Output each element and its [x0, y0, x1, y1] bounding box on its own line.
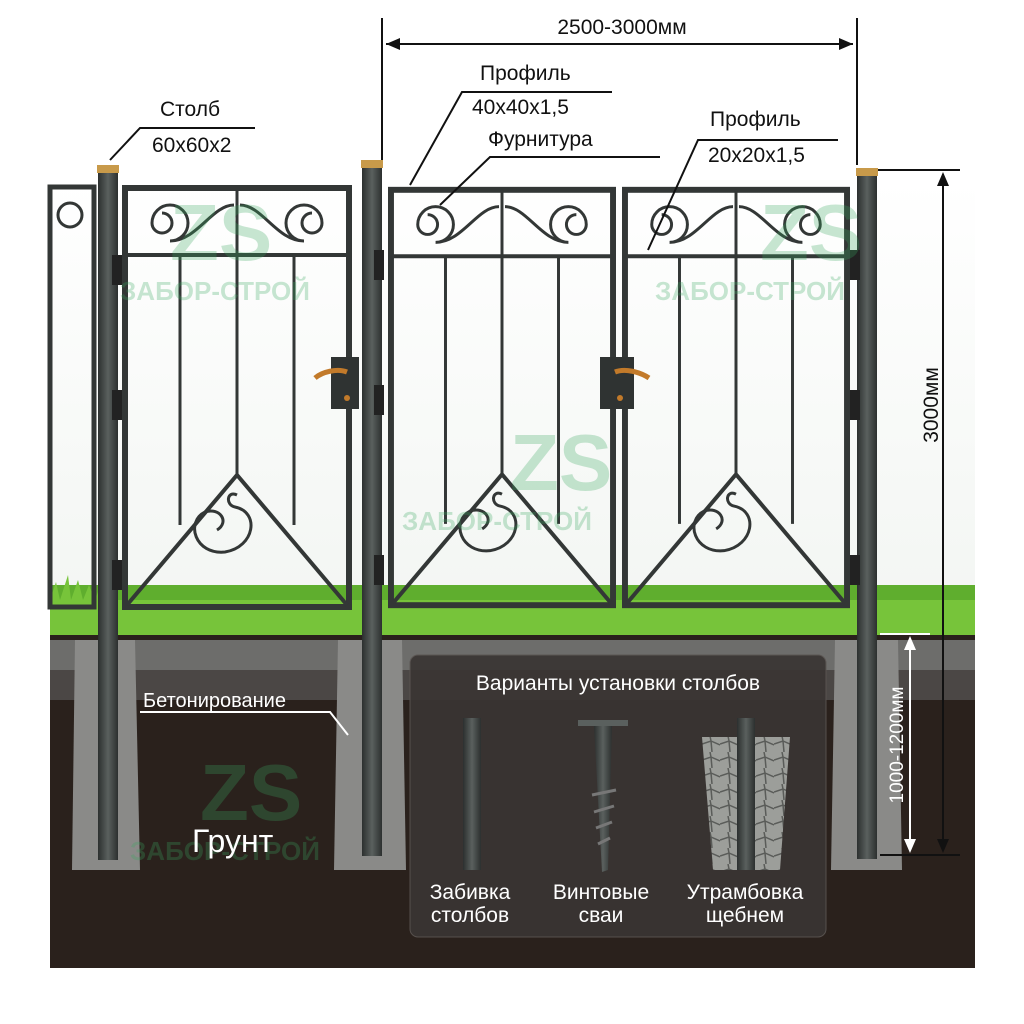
height-dimension: 3000мм [878, 169, 960, 856]
svg-text:Фурнитура: Фурнитура [488, 128, 593, 151]
gate-lock-left [313, 357, 359, 409]
svg-text:ZS: ZS [760, 188, 862, 277]
option-gravel-line2: щебнем [706, 904, 784, 927]
post-right [856, 168, 878, 859]
soil-label: Грунт [192, 823, 274, 859]
gravel-tamped-post-icon [702, 718, 790, 870]
svg-text:3000мм: 3000мм [920, 367, 943, 443]
post-left [97, 165, 119, 860]
callout-fittings: Фурнитура [439, 128, 660, 206]
svg-text:ЗАБОР-СТРОЙ: ЗАБОР-СТРОЙ [655, 276, 845, 306]
fence-panel-partial-left [47, 184, 97, 610]
door-handle-icon [313, 367, 348, 381]
svg-text:ZS: ZS [200, 748, 302, 837]
watermark-bottom-left: ZS ЗАБОР-СТРОЙ [130, 748, 320, 866]
screw-pile-icon [578, 720, 628, 872]
svg-text:Профиль: Профиль [710, 108, 801, 131]
gate-lock-right [600, 357, 651, 409]
watermark-top-left: ZS ЗАБОР-СТРОЙ [120, 188, 310, 306]
depth-dimension: 1000-1200мм [880, 633, 930, 853]
option-gravel-line1: Утрамбовка [687, 881, 804, 904]
post-middle [361, 160, 383, 856]
svg-text:ZS: ZS [510, 418, 612, 507]
callout-profile-small: Профиль 20х20х1,5 [647, 108, 838, 251]
svg-text:Профиль: Профиль [480, 62, 571, 85]
svg-text:ЗАБОР-СТРОЙ: ЗАБОР-СТРОЙ [130, 836, 320, 866]
svg-text:20х20х1,5: 20х20х1,5 [708, 144, 805, 167]
watermark-top-right: ZS ЗАБОР-СТРОЙ [655, 188, 862, 306]
sky-background [50, 180, 975, 600]
svg-text:ЗАБОР-СТРОЙ: ЗАБОР-СТРОЙ [120, 276, 310, 306]
svg-text:Столб: Столб [160, 98, 220, 121]
svg-text:40х40х1,5: 40х40х1,5 [472, 96, 569, 119]
svg-text:ZS: ZS [170, 188, 272, 277]
callout-concreting: Бетонирование [140, 690, 349, 736]
hinges [112, 250, 860, 590]
option-screw-line2: сваи [579, 904, 624, 927]
install-options-box: Варианты установки столбов Забивка столб… [409, 654, 827, 938]
option-driven-line1: Забивка [430, 881, 511, 904]
watermark-center: ZS ЗАБОР-СТРОЙ [402, 418, 612, 536]
svg-text:ЗАБОР-СТРОЙ: ЗАБОР-СТРОЙ [402, 506, 592, 536]
callout-post: Столб 60х60х2 [109, 98, 255, 161]
driven-post-icon [463, 718, 481, 870]
option-driven-line2: столбов [431, 904, 509, 927]
install-options-title: Варианты установки столбов [476, 672, 760, 695]
width-dimension: 2500-3000мм [381, 16, 858, 165]
svg-text:2500-3000мм: 2500-3000мм [557, 16, 686, 39]
callout-profile-main: Профиль 40х40х1,5 [409, 62, 612, 186]
svg-text:Бетонирование: Бетонирование [143, 690, 286, 712]
door-handle-icon [614, 367, 651, 381]
option-screw-line1: Винтовые [553, 881, 649, 904]
svg-text:60х60х2: 60х60х2 [152, 134, 231, 157]
svg-text:1000-1200мм: 1000-1200мм [887, 687, 908, 804]
